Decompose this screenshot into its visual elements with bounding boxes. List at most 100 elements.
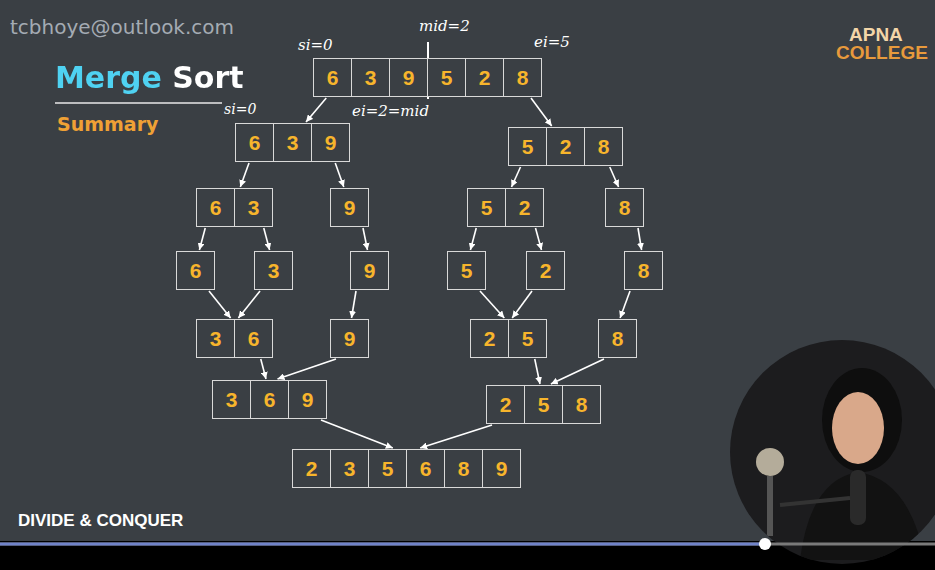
- array-cell: 3: [234, 188, 273, 227]
- array-cell: 9: [482, 449, 521, 488]
- flow-arrow: [620, 291, 630, 318]
- index-note: si=0: [298, 36, 333, 54]
- footer-text: DIVIDE & CONQUER: [18, 511, 183, 531]
- flow-arrow: [335, 163, 344, 187]
- array-box: 639528: [313, 58, 542, 97]
- flow-arrow: [638, 228, 642, 250]
- array-cell: 5: [508, 319, 547, 358]
- flow-arrow: [531, 98, 552, 126]
- array-cell: 3: [330, 449, 369, 488]
- array-cell: 8: [444, 449, 483, 488]
- mic-arm: [780, 498, 850, 505]
- flow-arrow: [240, 163, 249, 187]
- progress-fill: [0, 543, 765, 546]
- array-cell: 6: [313, 58, 352, 97]
- array-cell: 3: [196, 319, 235, 358]
- flow-arrow: [278, 359, 337, 379]
- array-box: 9: [330, 188, 369, 227]
- array-cell: 8: [503, 58, 542, 97]
- flow-arrow: [264, 228, 270, 250]
- array-cell: 9: [288, 380, 327, 419]
- array-cell: 6: [176, 251, 215, 290]
- flow-arrow: [306, 98, 326, 122]
- flow-arrow: [535, 359, 540, 384]
- array-cell: 2: [546, 127, 585, 166]
- flow-arrow: [420, 425, 492, 448]
- array-cell: 2: [292, 449, 331, 488]
- array-box: 8: [624, 251, 663, 290]
- array-cell: 5: [508, 127, 547, 166]
- index-note: ei=5: [534, 33, 570, 51]
- subtitle: Summary: [57, 113, 158, 135]
- array-cell: 8: [624, 251, 663, 290]
- webcam-inset: [720, 330, 935, 570]
- array-cell: 5: [447, 251, 486, 290]
- progress-knob: [759, 538, 771, 550]
- array-cell: 6: [235, 123, 274, 162]
- array-box: 5: [447, 251, 486, 290]
- array-cell: 5: [524, 385, 563, 424]
- array-box: 639: [235, 123, 350, 162]
- flow-arrow: [209, 291, 231, 318]
- array-cell: 5: [368, 449, 407, 488]
- flow-arrow: [199, 228, 205, 250]
- title-underline: [55, 102, 222, 104]
- array-cell: 8: [598, 319, 637, 358]
- array-box: 8: [605, 188, 644, 227]
- array-box: 258: [486, 385, 601, 424]
- array-cell: 3: [351, 58, 390, 97]
- array-cell: 9: [350, 251, 389, 290]
- index-note: mid=2: [419, 17, 470, 35]
- array-box: 8: [598, 319, 637, 358]
- flow-arrow: [470, 228, 476, 250]
- index-note: si=0: [224, 101, 256, 117]
- array-box: 63: [196, 188, 273, 227]
- array-cell: 2: [486, 385, 525, 424]
- array-cell: 8: [584, 127, 623, 166]
- flow-arrow: [480, 291, 504, 318]
- array-cell: 5: [467, 188, 506, 227]
- array-box: 235689: [292, 449, 521, 488]
- array-box: 52: [467, 188, 544, 227]
- array-cell: 3: [273, 123, 312, 162]
- array-cell: 2: [465, 58, 504, 97]
- array-cell: 5: [427, 58, 466, 97]
- flow-arrow: [512, 291, 532, 318]
- array-cell: 2: [526, 251, 565, 290]
- array-box: 2: [526, 251, 565, 290]
- flow-arrow: [363, 228, 368, 250]
- flow-arrow: [610, 167, 619, 187]
- array-cell: 6: [406, 449, 445, 488]
- flow-arrow: [512, 167, 521, 187]
- array-cell: 8: [605, 188, 644, 227]
- hair: [822, 368, 902, 472]
- array-box: 9: [350, 251, 389, 290]
- flow-arrow: [238, 291, 260, 318]
- webcam-bg: [720, 330, 935, 570]
- array-cell: 6: [234, 319, 273, 358]
- array-cell: 6: [250, 380, 289, 419]
- array-cell: 6: [196, 188, 235, 227]
- flow-arrow: [352, 291, 357, 318]
- array-cell: 2: [470, 319, 509, 358]
- array-cell: 8: [562, 385, 601, 424]
- face: [832, 392, 884, 464]
- array-cell: 9: [389, 58, 428, 97]
- slide-title: Merge Sort: [55, 60, 244, 95]
- lamp: [756, 448, 784, 476]
- array-box: 3: [254, 251, 293, 290]
- array-box: 36: [196, 319, 273, 358]
- array-cell: 3: [254, 251, 293, 290]
- array-cell: 9: [330, 188, 369, 227]
- progress-track: [0, 543, 935, 546]
- flow-arrow: [261, 359, 266, 379]
- array-cell: 9: [311, 123, 350, 162]
- array-box: 369: [212, 380, 327, 419]
- microphone: [850, 470, 866, 525]
- array-cell: 2: [505, 188, 544, 227]
- array-box: 9: [330, 319, 369, 358]
- flow-arrow: [536, 228, 542, 250]
- watermark: tcbhoye@outlook.com: [10, 15, 234, 39]
- lamp-stand: [767, 476, 773, 536]
